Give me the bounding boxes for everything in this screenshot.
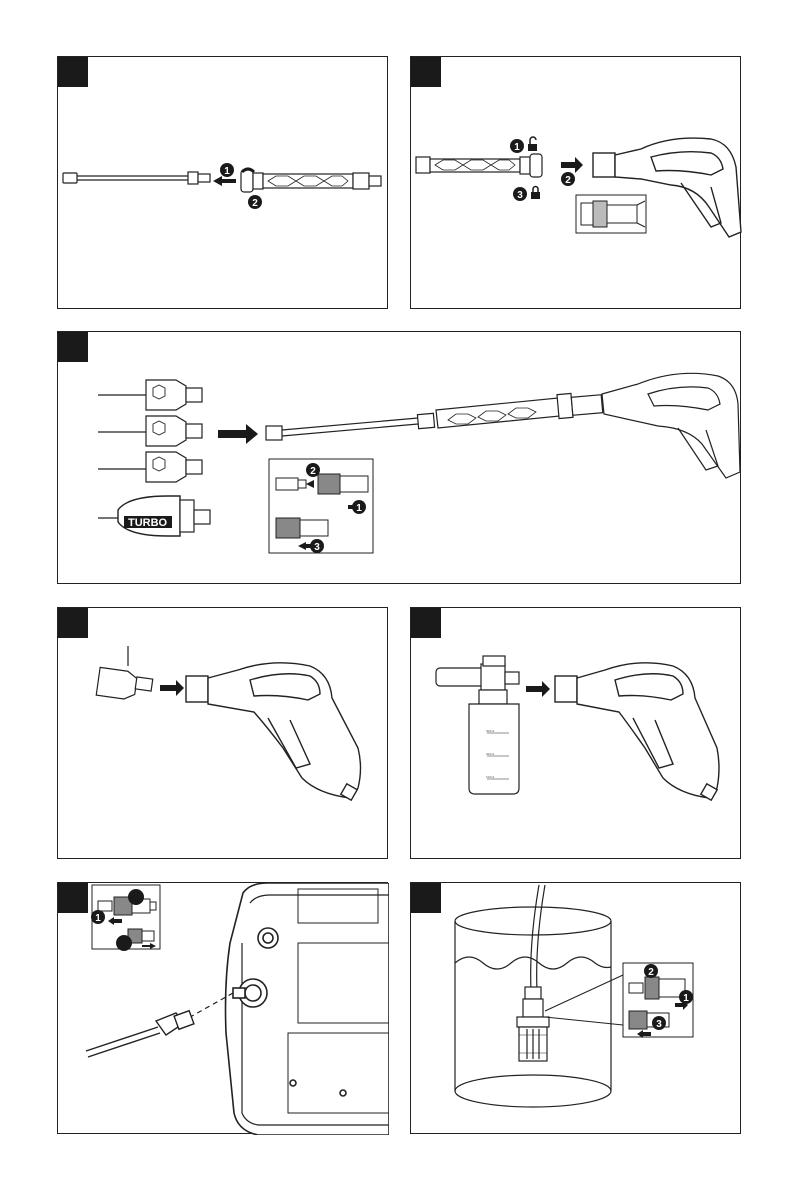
- nozzle-illustration: [98, 416, 202, 446]
- step-badge: 2: [248, 195, 262, 209]
- foam-cannon-illustration: [436, 656, 519, 794]
- turbo-nozzle-illustration: TURBO: [98, 496, 210, 536]
- detail-inset: [576, 195, 646, 233]
- bottle-mark: 100ml: [486, 775, 495, 779]
- step-badge: 1: [220, 163, 234, 177]
- nozzle-illustration: [96, 646, 153, 700]
- arrow-icon: [160, 680, 184, 696]
- svg-text:3: 3: [517, 190, 523, 201]
- svg-text:2: 2: [565, 175, 571, 186]
- machine-illustration: [226, 883, 390, 1135]
- wand-illustration: [63, 172, 210, 184]
- foam-cannon-gun-illustration: 300ml 200ml 100ml: [411, 608, 742, 860]
- svg-text:2: 2: [310, 466, 316, 477]
- nozzle-illustration: [98, 380, 202, 410]
- nozzle-wand-illustration: TURBO: [58, 332, 742, 585]
- step-badge: 2: [561, 172, 575, 186]
- step-badge: 3: [513, 187, 527, 201]
- extension-gun-illustration: 1 3 2: [411, 57, 742, 310]
- nozzle-gun-illustration: [58, 608, 389, 860]
- step-badge: 1: [352, 500, 366, 514]
- lock-icon: [531, 187, 540, 200]
- step-badge: 1: [510, 139, 524, 153]
- arrow-icon: [213, 176, 236, 186]
- gun-handle-illustration: [186, 663, 361, 800]
- svg-text:1: 1: [514, 142, 520, 153]
- svg-text:1: 1: [683, 993, 689, 1004]
- filter-illustration: [517, 987, 549, 1061]
- panel-5: 300ml 200ml 100ml: [410, 607, 741, 859]
- bottle-mark: 200ml: [486, 752, 495, 756]
- step-badge: 3: [652, 1016, 666, 1030]
- panel-7: 2 1 3: [410, 882, 741, 1134]
- extension-illustration: [416, 154, 542, 177]
- step-badge: 1: [91, 910, 105, 924]
- arrow-icon: [218, 424, 258, 444]
- step-badge: [128, 889, 144, 905]
- panel-4: [57, 607, 388, 859]
- arrow-icon: [526, 681, 550, 697]
- step-badge: [116, 935, 132, 951]
- step-badge: 2: [306, 463, 320, 477]
- nozzle-illustration: [98, 452, 202, 482]
- hose-illustration: [531, 885, 545, 991]
- svg-text:1: 1: [224, 166, 230, 177]
- panel-3: TURBO: [57, 331, 741, 584]
- extension-illustration: [241, 170, 381, 192]
- step-badge: 2: [644, 964, 658, 978]
- svg-text:2: 2: [648, 967, 654, 978]
- arrow-icon: [561, 157, 583, 173]
- gun-handle-illustration: [555, 663, 719, 800]
- bottle-mark: 300ml: [486, 729, 495, 733]
- svg-text:3: 3: [656, 1019, 662, 1030]
- svg-text:3: 3: [314, 542, 320, 553]
- svg-text:2: 2: [252, 198, 258, 209]
- hose-machine-illustration: 1: [58, 883, 389, 1135]
- step-badge: 1: [679, 990, 693, 1004]
- panel-1: 1 2: [57, 56, 388, 309]
- turbo-label: TURBO: [128, 517, 168, 529]
- unlock-icon: [528, 137, 537, 151]
- wand-extension-illustration: 1 2: [58, 57, 389, 310]
- filter-bucket-illustration: 2 1 3: [411, 883, 742, 1135]
- svg-text:1: 1: [95, 913, 101, 924]
- panel-2: 1 3 2: [410, 56, 741, 309]
- svg-text:1: 1: [356, 503, 362, 514]
- panel-6: 1: [57, 882, 388, 1134]
- hose-connector-illustration: [86, 1011, 194, 1057]
- step-badge: 3: [310, 539, 324, 553]
